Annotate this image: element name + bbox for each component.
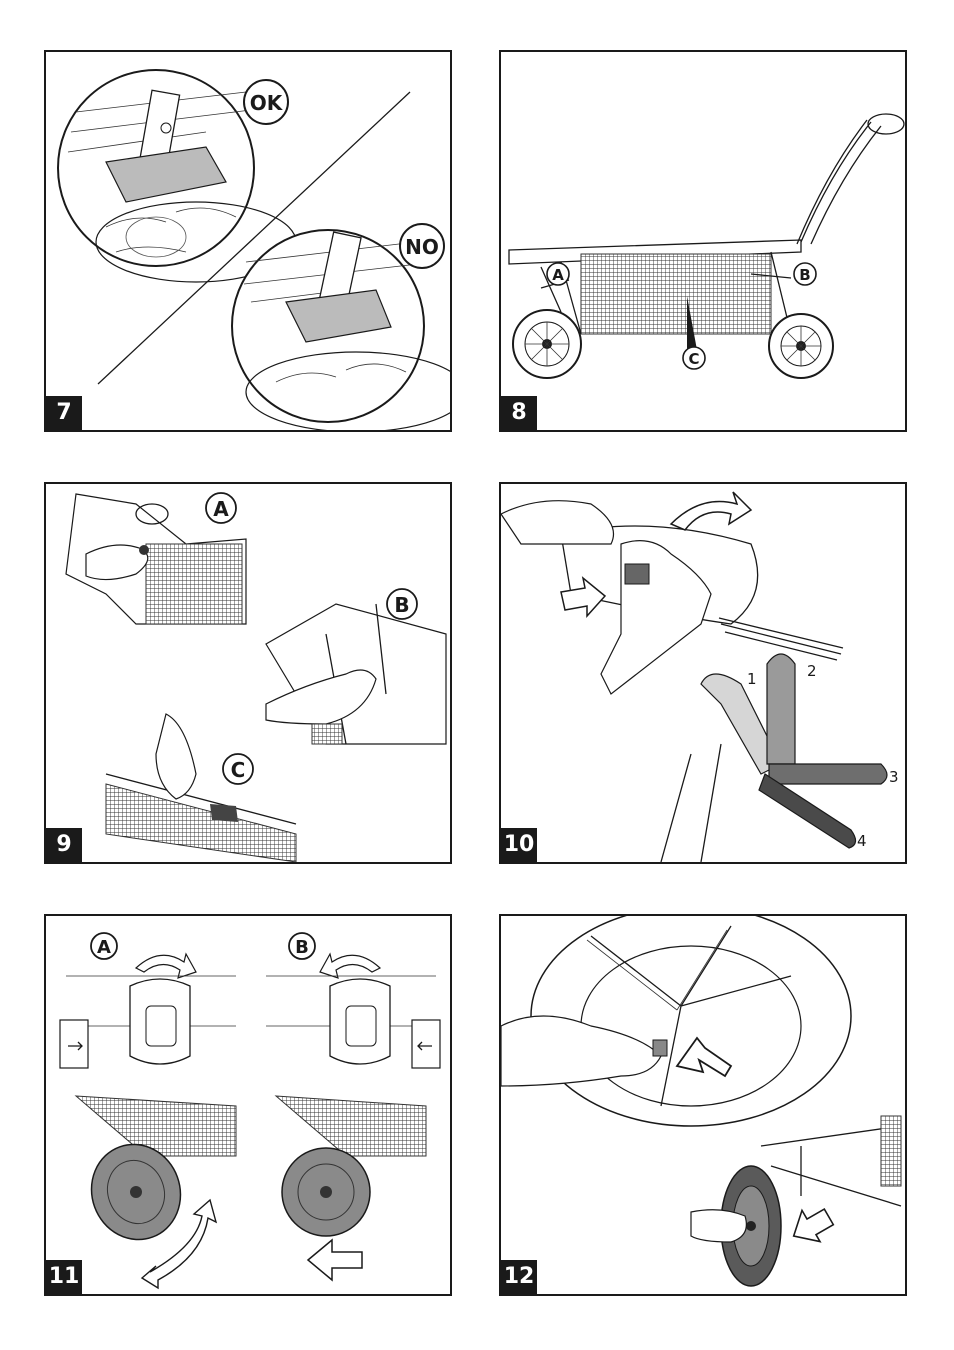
stroller-basket [581,254,771,334]
hand-upper [501,501,614,544]
figure-number: 7 [46,396,82,430]
step-b-illustration [266,604,446,744]
figure-8-illustration: A B C [501,52,905,430]
rotate-left-arrow-icon [320,954,380,978]
straight-arrow-icon [308,1240,362,1280]
position-3-label: 3 [889,768,899,786]
rotate-right-arrow-icon [136,954,196,978]
figure-9: A B C 9 [44,482,452,864]
position-1-label: 1 [747,670,757,688]
figure-10-illustration: 1 2 3 4 [501,484,905,862]
hand-c [156,714,196,799]
ok-label: OK [250,91,284,115]
remove-arrow-icon [785,1200,838,1251]
position-2-label: 2 [807,662,817,680]
figure-number: 12 [501,1260,537,1294]
figure-12: 12 [499,914,907,1296]
step-b-label: B [295,937,309,958]
step-a-label: A [213,497,229,521]
front-wheel [513,310,581,378]
unlock-indicator-icon [60,1020,88,1068]
handle-position-2 [767,654,795,764]
figure-number: 10 [501,828,537,862]
rear-frame [761,1126,901,1206]
step-c-illustration [106,714,296,862]
figure-11-illustration: A B [46,916,450,1294]
wheel-hub-closeup [531,916,851,1126]
swivel-wheel-a [76,1096,236,1252]
figure-number: 11 [46,1260,82,1294]
handle-position-3 [769,764,887,784]
step-a-label: A [97,937,111,958]
figure-number: 9 [46,828,82,862]
callout-b-label: B [799,266,810,284]
figure-8: A B C 8 [499,50,907,432]
no-label: NO [405,235,439,259]
figure-11: A B 11 [44,914,452,1296]
rotate-arrow-icon [671,492,751,530]
figure-7-illustration: OK NO [46,52,450,430]
figure-9-illustration: A B C [46,484,450,862]
lock-indicator-icon [412,1020,440,1068]
stroller-handle [797,120,881,244]
figure-10: 1 2 3 4 10 [499,482,907,864]
swivel-wheel-b [276,1096,426,1236]
callout-a-label: A [552,266,564,284]
figure-12-illustration [501,916,905,1294]
frame-tube [661,744,721,862]
step-b-label: B [394,593,409,617]
rear-wheel [769,314,833,378]
figure-7: OK NO 7 [44,50,452,432]
hand-removing [691,1210,746,1242]
step-c-label: C [231,758,246,782]
position-4-label: 4 [857,832,867,850]
callout-c-label: C [688,350,699,368]
figure-number: 8 [501,396,537,430]
handle-position-4 [759,774,856,848]
